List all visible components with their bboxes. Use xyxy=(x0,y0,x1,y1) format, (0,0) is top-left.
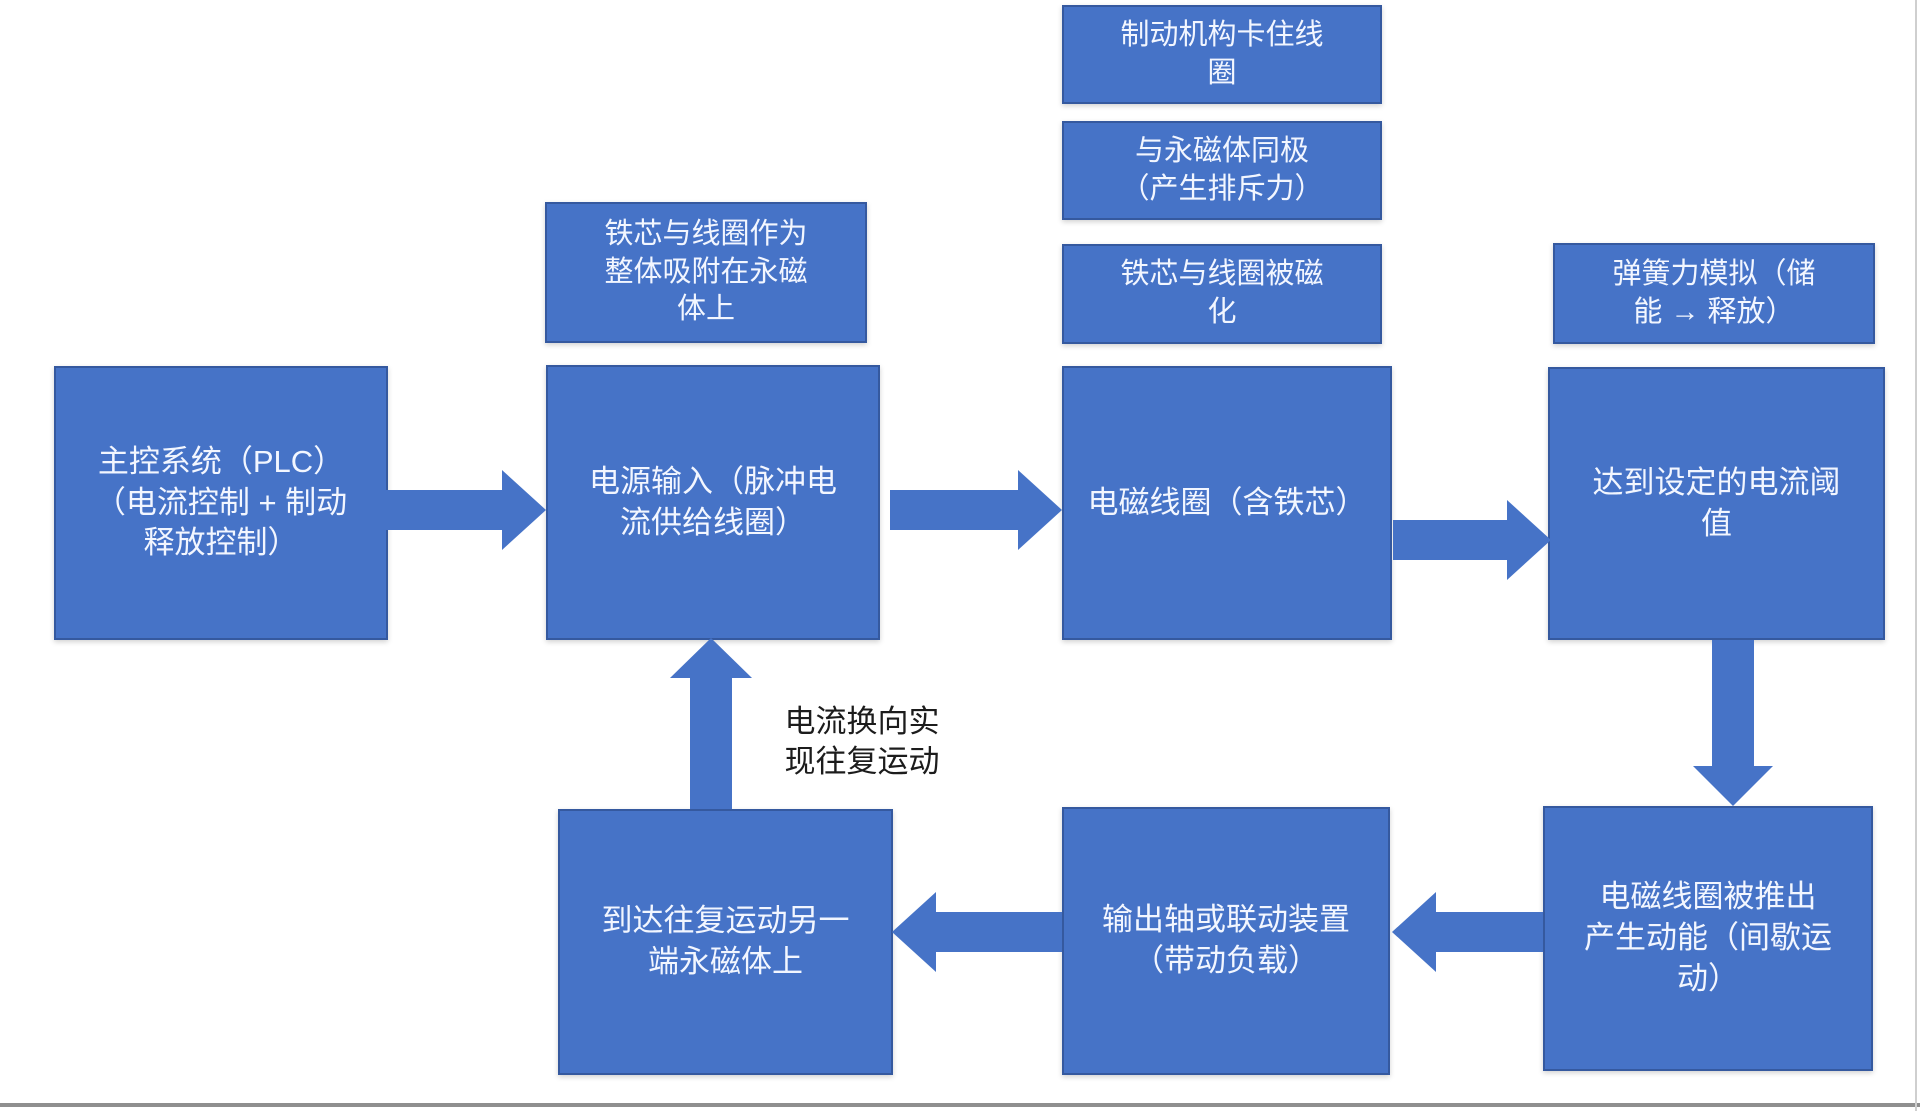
node-same-pole: 与永磁体同极 （产生排斥力） xyxy=(1062,121,1382,220)
arrow-head-left-icon xyxy=(1392,892,1436,972)
node-power-input: 电源输入（脉冲电 流供给线圈） xyxy=(546,365,880,640)
node-output-shaft: 输出轴或联动装置 （带动负载） xyxy=(1062,807,1390,1075)
arrow-head-up-icon xyxy=(670,638,752,678)
arrow-threshold-to-coil-pushed xyxy=(1693,640,1773,806)
node-threshold: 达到设定的电流阈 值 xyxy=(1548,367,1885,640)
arrow-head-down-icon xyxy=(1693,766,1773,806)
arrow-head-left-icon xyxy=(892,892,936,972)
node-plc: 主控系统（PLC） （电流控制 + 制动 释放控制） xyxy=(54,366,388,640)
edge-annotation-current-reversal: 电流换向实 现往复运动 xyxy=(784,704,940,779)
arrow-plc-to-power-input xyxy=(386,470,546,550)
arrow-shaft xyxy=(1434,912,1543,952)
node-coil-pushed: 电磁线圈被推出 产生动能（间歇运 动） xyxy=(1543,806,1873,1071)
arrow-power-input-to-coil xyxy=(890,470,1062,550)
arrow-coil-pushed-to-output-shaft xyxy=(1392,892,1543,972)
node-magnetized: 铁芯与线圈被磁 化 xyxy=(1062,244,1382,344)
arrow-reach-end-to-power-input xyxy=(670,638,752,809)
node-spring-sim: 弹簧力模拟（储 能 → 释放） xyxy=(1553,243,1875,344)
arrow-head-right-icon xyxy=(1018,470,1062,550)
node-reach-end: 到达往复运动另一 端永磁体上 xyxy=(558,809,893,1075)
right-rule xyxy=(1915,0,1917,1111)
arrow-coil-to-threshold xyxy=(1393,500,1551,580)
node-coil: 电磁线圈（含铁芯） xyxy=(1062,366,1392,640)
arrow-head-right-icon xyxy=(1507,500,1551,580)
arrow-head-right-icon xyxy=(502,470,546,550)
node-core-adsorb: 铁芯与线圈作为 整体吸附在永磁 体上 xyxy=(545,202,867,343)
arrow-shaft xyxy=(890,490,1020,530)
arrow-shaft xyxy=(934,912,1062,952)
bottom-rule xyxy=(0,1103,1920,1107)
arrow-shaft xyxy=(386,490,504,530)
arrow-shaft xyxy=(690,676,732,809)
arrow-shaft xyxy=(1712,640,1754,768)
arrow-shaft xyxy=(1393,520,1509,560)
node-brake-lock: 制动机构卡住线 圈 xyxy=(1062,5,1382,104)
arrow-output-shaft-to-reach-end xyxy=(892,892,1062,972)
